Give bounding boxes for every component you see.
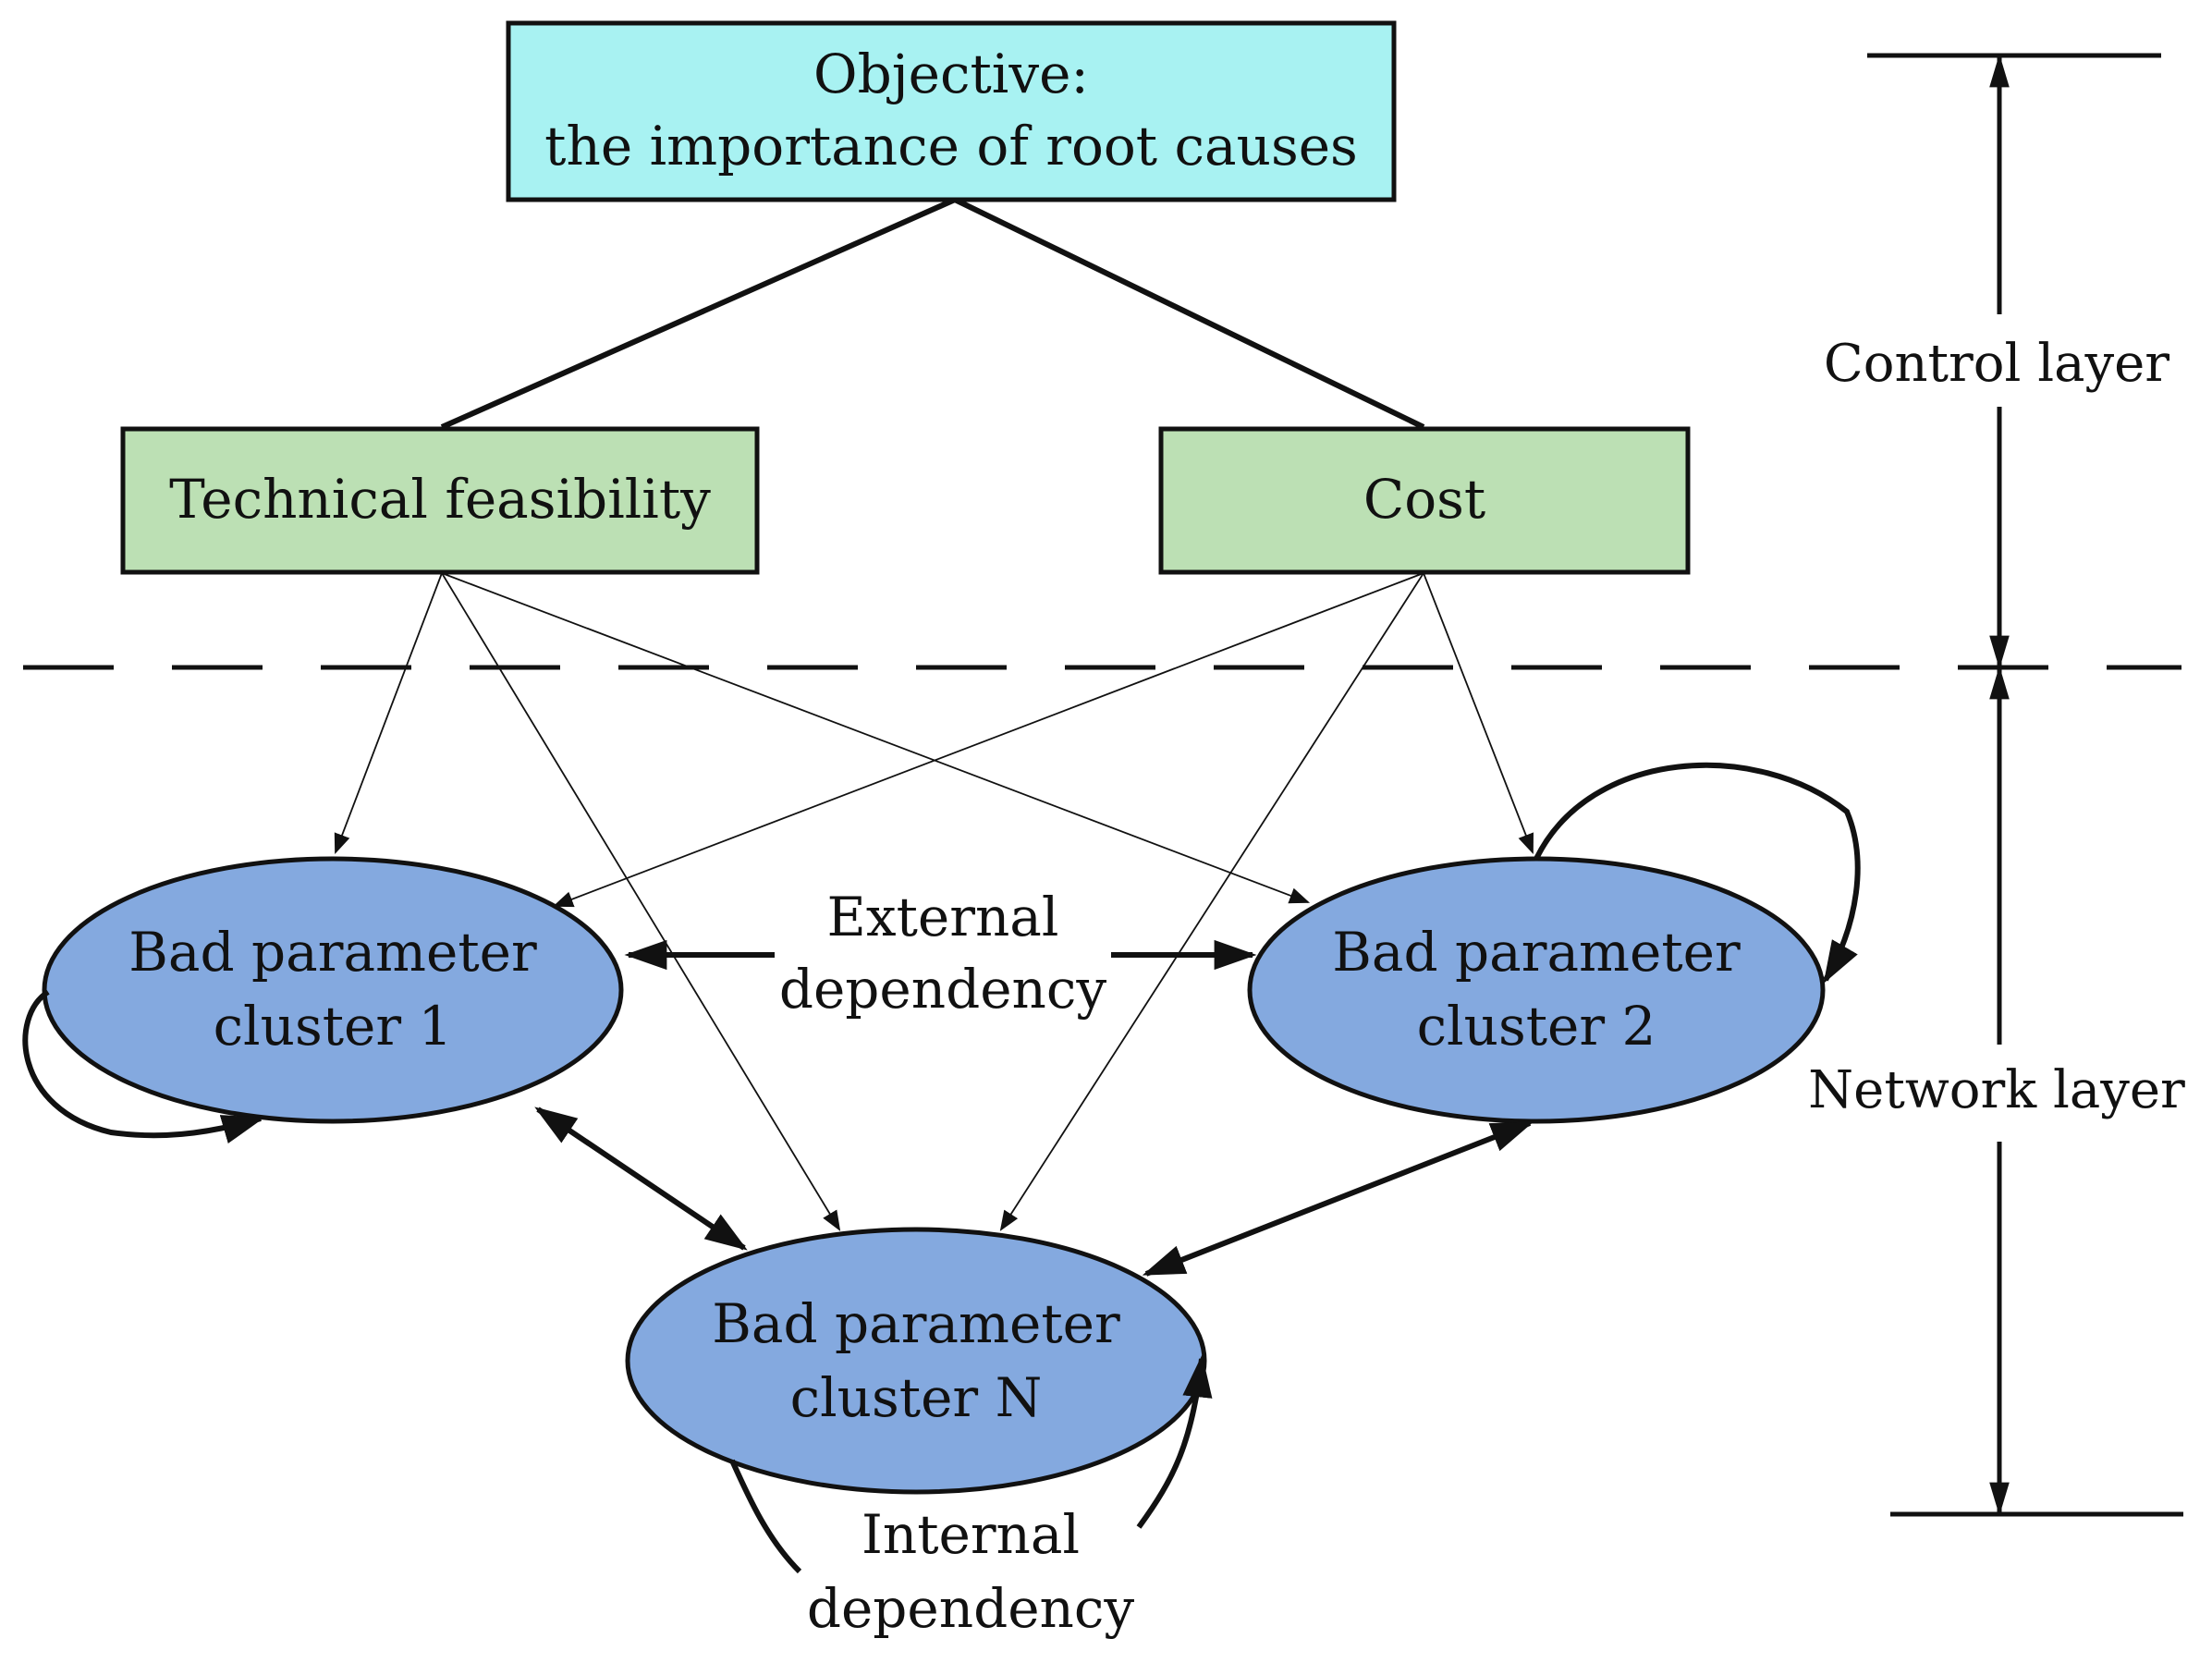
cluster-2-ellipse xyxy=(1247,856,1826,1124)
cluster1-clusterN-link xyxy=(534,1107,748,1251)
cluster-N-ellipse xyxy=(625,1227,1207,1495)
external-dependency-label-line1: External xyxy=(827,886,1059,948)
cost-box xyxy=(1158,426,1691,575)
cluster2-clusterN-link xyxy=(1142,1120,1534,1277)
network-layer-label: Network layer xyxy=(1808,1060,2185,1120)
cluster-1-label-line1: Bad parameter xyxy=(128,921,537,984)
objective-to-cost-line xyxy=(953,197,1425,430)
clusterN-internal-dependency-loop xyxy=(729,1459,802,1574)
control-layer-label: Control layer xyxy=(1824,334,2169,394)
objective-to-technical-line xyxy=(440,197,957,430)
internal-dependency-label-line2: dependency xyxy=(807,1577,1135,1640)
technical-to-cluster1-arrow xyxy=(334,572,443,855)
cluster-1-ellipse xyxy=(42,856,624,1124)
cluster2-self-loop xyxy=(1534,762,1861,984)
objective-box xyxy=(506,20,1397,202)
technical-to-cluster2-arrow xyxy=(441,572,1311,904)
objective-label-line1: Objective: xyxy=(813,43,1089,105)
cluster-N-label-line1: Bad parameter xyxy=(712,1292,1120,1355)
external-dependency-label-line2: dependency xyxy=(779,958,1107,1021)
cost-to-clusterN-arrow xyxy=(999,572,1424,1231)
cluster-N-label-line2: cluster N xyxy=(790,1366,1043,1429)
cost-to-cluster1-arrow xyxy=(552,572,1424,908)
cost-label: Cost xyxy=(1363,468,1485,531)
objective-label-line2: the importance of root causes xyxy=(544,115,1358,177)
cluster-2-label-line1: Bad parameter xyxy=(1332,921,1741,984)
clusterN-internal-dependency-arrow xyxy=(1136,1354,1213,1529)
cluster-1-label-line2: cluster 1 xyxy=(214,995,453,1058)
technical-feasibility-box xyxy=(120,426,760,575)
technical-feasibility-label: Technical feasibility xyxy=(169,468,711,531)
cluster-2-label-line2: cluster 2 xyxy=(1417,995,1656,1058)
internal-dependency-label-line1: Internal xyxy=(862,1503,1080,1566)
cluster1-self-loop xyxy=(22,989,265,1143)
cost-to-cluster2-arrow xyxy=(1423,572,1534,855)
technical-to-clusterN-arrow xyxy=(441,572,841,1231)
